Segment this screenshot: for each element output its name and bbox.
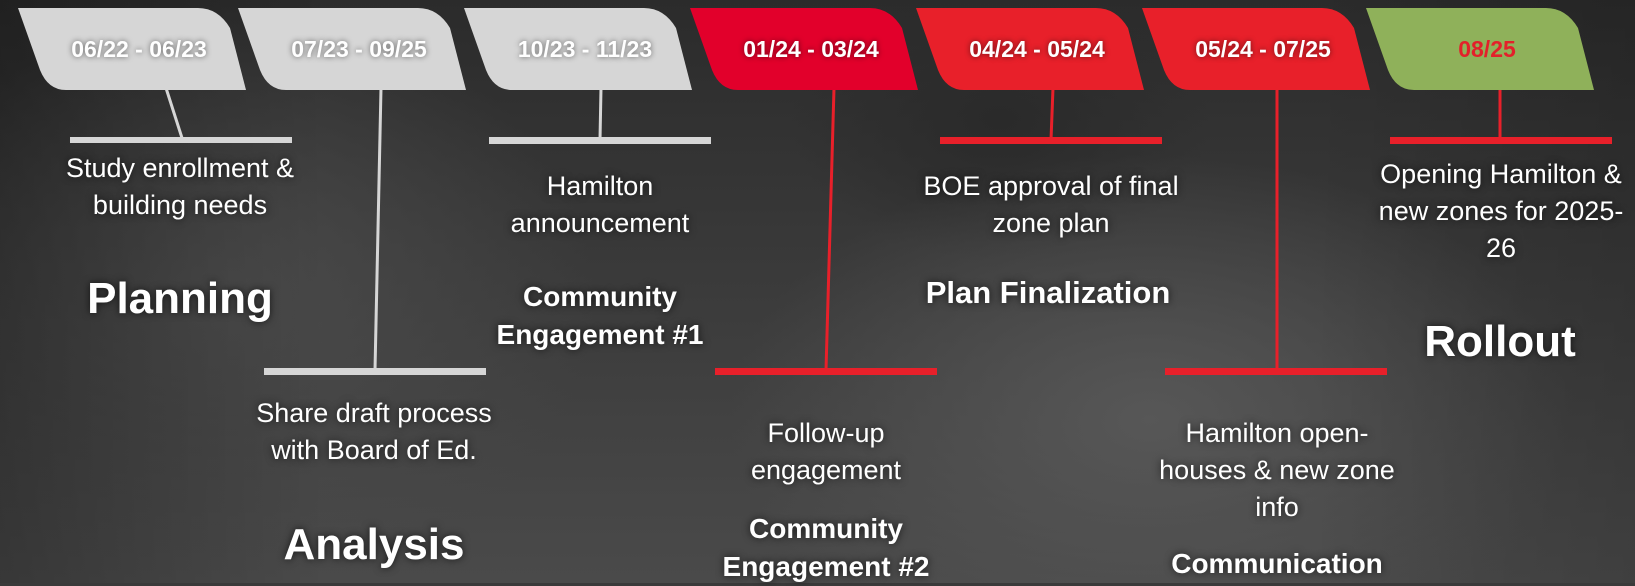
connector-bar-7 bbox=[1390, 137, 1612, 144]
connector-bar-3 bbox=[489, 137, 711, 144]
connector-bar-5 bbox=[940, 137, 1162, 144]
date-label-1: 06/22 - 06/23 bbox=[71, 35, 207, 62]
milestone-description-7: Opening Hamilton & new zones for 2025-26 bbox=[1378, 159, 1624, 263]
date-label-6: 05/24 - 07/25 bbox=[1195, 35, 1331, 62]
milestone-phase-5: Plan Finalization bbox=[925, 275, 1171, 310]
date-label-3: 10/23 - 11/23 bbox=[517, 35, 653, 62]
milestone-phase-7: Rollout bbox=[1424, 317, 1576, 366]
milestone-phase-1: Planning bbox=[87, 274, 273, 323]
milestone-description-4: Follow-up engagement bbox=[750, 418, 902, 485]
milestone-description-6: Hamilton open-houses & new zone info bbox=[1159, 418, 1395, 522]
milestone-description-3: Hamilton announcement bbox=[510, 171, 690, 238]
date-label-5: 04/24 - 05/24 bbox=[969, 35, 1105, 62]
connector-bar-6 bbox=[1165, 368, 1387, 375]
connector-line-5 bbox=[1049, 87, 1055, 141]
date-tab-2: 07/23 - 09/25 bbox=[238, 8, 466, 90]
connector-line-2 bbox=[373, 87, 383, 371]
connector-bar-2 bbox=[264, 368, 486, 375]
milestone-description-2: Share draft process with Board of Ed. bbox=[256, 398, 492, 465]
connector-bar-4 bbox=[715, 368, 937, 375]
date-tab-7: 08/25 bbox=[1366, 8, 1635, 90]
connector-line-3 bbox=[598, 87, 603, 141]
milestone-phase-4: Community Engagement #2 bbox=[722, 513, 930, 582]
milestone-description-1: Study enrollment & building needs bbox=[65, 153, 295, 220]
date-tab-4: 01/24 - 03/24 bbox=[690, 8, 918, 90]
connector-bar-1 bbox=[70, 137, 292, 143]
date-tab-1: 06/22 - 06/23 bbox=[18, 8, 246, 90]
milestone-phase-2: Analysis bbox=[283, 520, 465, 569]
date-tab-6: 05/24 - 07/25 bbox=[1142, 8, 1370, 90]
date-label-4: 01/24 - 03/24 bbox=[743, 35, 879, 62]
connector-line-4 bbox=[824, 87, 836, 371]
milestone-description-5: BOE approval of final zone plan bbox=[923, 171, 1179, 238]
date-label-2: 07/23 - 09/25 bbox=[291, 35, 427, 62]
date-label-7: 08/25 bbox=[1458, 35, 1516, 62]
connector-line-1 bbox=[164, 87, 184, 139]
milestone-phase-6: Communication bbox=[1171, 548, 1383, 579]
milestone-phase-3: Community Engagement #1 bbox=[496, 281, 704, 350]
date-tab-3: 10/23 - 11/23 bbox=[464, 8, 692, 90]
date-tab-5: 04/24 - 05/24 bbox=[916, 8, 1144, 90]
